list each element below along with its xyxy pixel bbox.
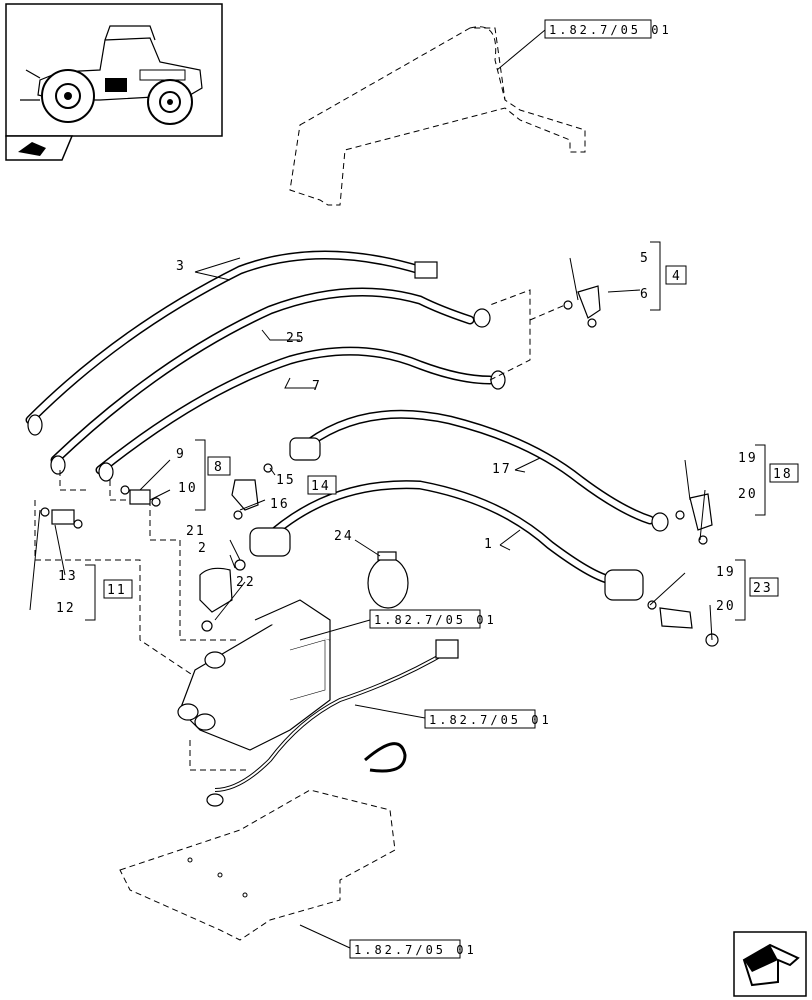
callout-labels: 3 25 7 17 1 5 6 9 10 15 16 21 2 22 24 13… [56,251,758,616]
boxed-callout-18: 18 [769,463,799,483]
svg-text:11: 11 [107,583,127,598]
hose-1 [249,480,644,601]
svg-text:18: 18 [773,467,793,482]
callout-3: 3 [176,259,186,274]
callout-12: 12 [56,601,76,616]
svg-text:1.82.7/05 01: 1.82.7/05 01 [354,943,477,957]
boxed-callout-8: 8 [207,456,231,476]
elbow-14 [231,463,273,520]
callout-19a: 19 [738,451,758,466]
boxed-callout-14: 14 [307,475,337,495]
callout-6: 6 [640,287,650,302]
valve-block [177,599,331,751]
callout-20a: 20 [738,487,758,502]
elbow-4 [563,285,601,328]
svg-text:23: 23 [753,581,773,596]
callout-17: 17 [492,462,512,477]
callout-2: 2 [198,541,208,556]
callout-19b: 19 [716,565,736,580]
callout-24: 24 [334,529,354,544]
bracket-plate [119,789,396,941]
elbow-2 [199,559,246,632]
reference-cable[interactable]: 1.82.7/05 01 [424,709,552,729]
svg-text:1.82.7/05 01: 1.82.7/05 01 [374,613,497,627]
svg-text:4: 4 [672,269,682,284]
callout-7: 7 [312,379,322,394]
callout-16: 16 [270,497,290,512]
callout-21: 21 [186,524,206,539]
elbow-18 [675,493,713,545]
callout-25: 25 [286,331,306,346]
reference-bracket[interactable]: 1.82.7/05 01 [349,939,477,959]
callout-1: 1 [484,537,494,552]
callout-20b: 20 [716,599,736,614]
tractor-thumbnail-icon[interactable] [5,3,223,137]
hose-7 [95,346,506,482]
boxed-callout-11: 11 [103,579,133,599]
nav-arrow-icon[interactable] [5,135,74,161]
reference-valve[interactable]: 1.82.7/05 01 [369,609,497,629]
boxed-callout-4: 4 [665,265,687,285]
callout-15: 15 [276,473,296,488]
callout-5: 5 [640,251,650,266]
fitting-9 [120,485,161,507]
clip-24 [367,551,409,609]
electrical-cable [206,639,459,807]
fitting-13 [40,507,83,529]
hose-17 [289,409,669,532]
callout-9: 9 [176,447,186,462]
svg-text:1.82.7/05 01: 1.82.7/05 01 [429,713,552,727]
svg-text:8: 8 [214,460,224,475]
leader-lines [29,257,713,641]
boxed-callout-23: 23 [749,577,779,597]
hose-3 [25,250,438,436]
callout-22: 22 [236,575,256,590]
svg-text:14: 14 [311,479,331,494]
adapter-23 [647,600,719,647]
svg-text:1.82.7/05 01: 1.82.7/05 01 [549,23,672,37]
hose-25 [50,287,491,475]
callout-10: 10 [178,481,198,496]
next-page-arrow-icon[interactable] [733,931,807,997]
callout-13: 13 [58,569,78,584]
reference-top-right[interactable]: 1.82.7/05 01 [544,19,672,39]
roof-panel [289,26,586,206]
